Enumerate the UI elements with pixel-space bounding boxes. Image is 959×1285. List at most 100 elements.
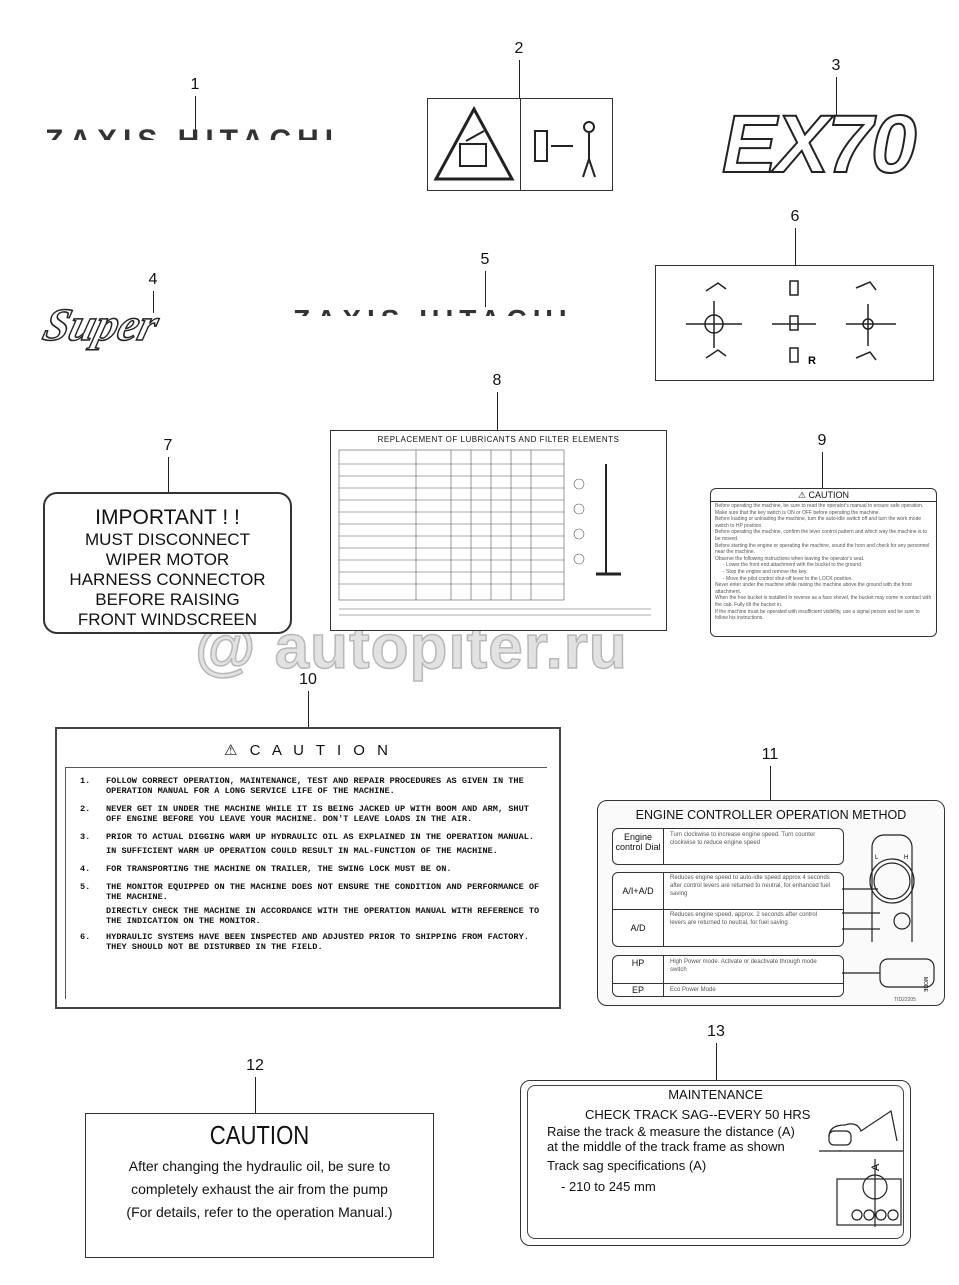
item-12-caution-decal: CAUTION After changing the hydraulic oil… bbox=[85, 1113, 434, 1258]
leader-line bbox=[497, 392, 498, 430]
decal-line: FRONT WINDSCREEN bbox=[77, 610, 258, 629]
item-number: 4. bbox=[80, 864, 91, 874]
decal-line: Track sag specifications (A) bbox=[547, 1158, 707, 1173]
item-7-important-decal: IMPORTANT ! ! MUST DISCONNECT WIPER MOTO… bbox=[43, 492, 292, 634]
item-text: PRIOR TO ACTUAL DIGGING WARM UP HYDRAULI… bbox=[106, 832, 535, 842]
caution-line: Before starting the engine or operating … bbox=[715, 542, 930, 556]
decal-line: (For details, refer to the operation Man… bbox=[126, 1204, 393, 1220]
warning-triangle-icon: ⚠ bbox=[797, 490, 809, 500]
caution-text-list: Before operating the machine, be sure to… bbox=[711, 502, 936, 623]
callout-5: 5 bbox=[480, 251, 490, 268]
item-text: DIRECTLY CHECK THE MACHINE IN ACCORDANCE… bbox=[106, 906, 540, 926]
row-label: HP bbox=[613, 956, 664, 983]
leader-line bbox=[716, 1043, 717, 1080]
row-label: A/I+A/D bbox=[613, 873, 664, 909]
callout-11: 11 bbox=[761, 746, 779, 763]
row-label: Engine control Dial bbox=[613, 829, 664, 864]
row-group-power-mode: HP High Power mode. Activate or deactiva… bbox=[612, 955, 844, 997]
decal-title: CAUTION bbox=[209, 1120, 310, 1150]
item-11-engine-controller-decal: ENGINE CONTROLLER OPERATION METHOD Engin… bbox=[597, 800, 945, 1006]
caution-item: 6.HYDRAULIC SYSTEMS HAVE BEEN INSPECTED … bbox=[80, 932, 541, 952]
leader-line bbox=[195, 96, 196, 136]
row-ai-ad: A/I+A/D Reduces engine speed to auto-idl… bbox=[613, 873, 843, 910]
row-desc: Turn clockwise to increase engine speed.… bbox=[670, 832, 816, 846]
decal-line: at the middle of the track frame as show… bbox=[547, 1139, 785, 1154]
caution-line: - Move the pilot control shut-off lever … bbox=[723, 575, 853, 582]
decal-title: ENGINE CONTROLLER OPERATION METHOD bbox=[635, 808, 907, 822]
callout-8: 8 bbox=[492, 372, 502, 389]
keep-away-person-icon bbox=[534, 121, 596, 178]
dial-high-label: H bbox=[904, 855, 908, 861]
callout-4: 4 bbox=[148, 271, 158, 288]
decal-title: ⚠ C A U T I O N bbox=[57, 741, 559, 759]
crush-warning-icon bbox=[433, 99, 521, 190]
row-engine-control-dial: Engine control Dial Turn clockwise to in… bbox=[612, 828, 844, 865]
leader-line bbox=[795, 228, 796, 265]
callout-9: 9 bbox=[817, 432, 827, 449]
row-desc: High Power mode. Activate or deactivate … bbox=[670, 959, 817, 973]
caution-line: Observe the following instructions when … bbox=[715, 555, 865, 562]
decal-line: BEFORE RAISING bbox=[95, 590, 240, 609]
callout-6: 6 bbox=[790, 208, 800, 225]
leader-line bbox=[519, 60, 520, 98]
leader-line bbox=[485, 271, 486, 307]
leader-line bbox=[168, 457, 169, 492]
item-13-maintenance-decal: MAINTENANCE CHECK TRACK SAG--EVERY 50 HR… bbox=[520, 1080, 911, 1246]
caution-item: 5.THE MONITOR EQUIPPED ON THE MACHINE DO… bbox=[80, 882, 541, 926]
callout-12: 12 bbox=[246, 1057, 264, 1074]
item-text: FOR TRANSPORTING THE MACHINE ON TRAILER,… bbox=[106, 864, 452, 874]
item-number: 2. bbox=[80, 804, 91, 814]
leader-line bbox=[822, 452, 823, 488]
inner-border bbox=[527, 1085, 904, 1239]
item-text: FOLLOW CORRECT OPERATION, MAINTENANCE, T… bbox=[106, 776, 524, 796]
item-text: THE MONITOR EQUIPPED ON THE MACHINE DOES… bbox=[106, 882, 540, 902]
lever-pattern-icons: R bbox=[686, 280, 896, 367]
caution-line: If the machine must be operated with ins… bbox=[715, 608, 920, 622]
callout-7: 7 bbox=[163, 437, 173, 454]
caution-line: Before loading or unloading the machine,… bbox=[715, 516, 922, 529]
callout-3: 3 bbox=[831, 57, 841, 74]
leader-line bbox=[255, 1077, 256, 1113]
item-9-caution-decal: ⚠ CAUTION Before operating the machine, … bbox=[710, 488, 937, 637]
decal-title: MAINTENANCE bbox=[668, 1087, 763, 1102]
row-desc: Reduces engine speed to auto-idle speed … bbox=[670, 875, 831, 897]
decal-title: ⚠ CAUTION bbox=[711, 489, 936, 502]
row-desc: Reduces engine speed, approx. 2 seconds … bbox=[670, 912, 818, 926]
decal-line: - 210 to 245 mm bbox=[561, 1179, 656, 1194]
caution-line: - Lower the front end attachment with th… bbox=[723, 562, 863, 569]
row-label: EP bbox=[613, 984, 664, 996]
caution-item: 3. PRIOR TO ACTUAL DIGGING WARM UP HYDRAU… bbox=[80, 832, 541, 856]
decal-title: REPLACEMENT OF LUBRICANTS AND FILTER ELE… bbox=[377, 435, 620, 444]
track-sag-marker: A bbox=[870, 1163, 882, 1171]
item-text: HYDRAULIC SYSTEMS HAVE BEEN INSPECTED AN… bbox=[106, 932, 529, 952]
item-number: 1. bbox=[80, 776, 91, 786]
caution-title: C A U T I O N bbox=[249, 742, 392, 759]
decal-line: After changing the hydraulic oil, be sur… bbox=[128, 1158, 391, 1174]
callout-2: 2 bbox=[514, 40, 524, 57]
caution-item: 4. FOR TRANSPORTING THE MACHINE ON TRAILE… bbox=[80, 864, 541, 874]
decal-line: Raise the track & measure the distance (… bbox=[547, 1124, 795, 1139]
excavator-track-illustration: A bbox=[819, 1110, 903, 1227]
item-text: IN SUFFICIENT WARM UP OPERATION COULD RE… bbox=[106, 846, 498, 856]
caution-line: Before operating the machine, be sure to… bbox=[715, 503, 924, 509]
leader-line bbox=[836, 77, 837, 117]
item-8-lubricant-chart-decal: REPLACEMENT OF LUBRICANTS AND FILTER ELE… bbox=[330, 430, 667, 631]
item-3-model-decal: EX70 bbox=[721, 98, 918, 191]
decal-text: After changing the hydraulic oil, be sur… bbox=[86, 1155, 433, 1224]
callout-13: 13 bbox=[707, 1023, 725, 1040]
item-5-logo-decal: ZAXIS HITACHI bbox=[293, 306, 610, 316]
decal-line: completely exhaust the air from the pump bbox=[131, 1181, 388, 1197]
item-1-logo-decal: ZAXIS HITACHI bbox=[45, 126, 350, 140]
caution-title: CAUTION bbox=[808, 490, 850, 500]
item-number: 3. bbox=[80, 832, 91, 842]
leader-line bbox=[308, 691, 309, 727]
decal-line: WIPER MOTOR bbox=[105, 550, 230, 569]
callout-10: 10 bbox=[299, 671, 317, 688]
caution-item: 2.NEVER GET IN UNDER THE MACHINE WHILE I… bbox=[80, 804, 541, 824]
row-label: A/D bbox=[613, 910, 664, 946]
row-ep: EP Eco Power Mode bbox=[613, 984, 843, 996]
logo-text: ZAXIS HITACHI bbox=[293, 306, 610, 316]
caution-line: Before operating the machine, confirm th… bbox=[715, 529, 928, 542]
row-desc: Eco Power Mode bbox=[670, 987, 716, 993]
